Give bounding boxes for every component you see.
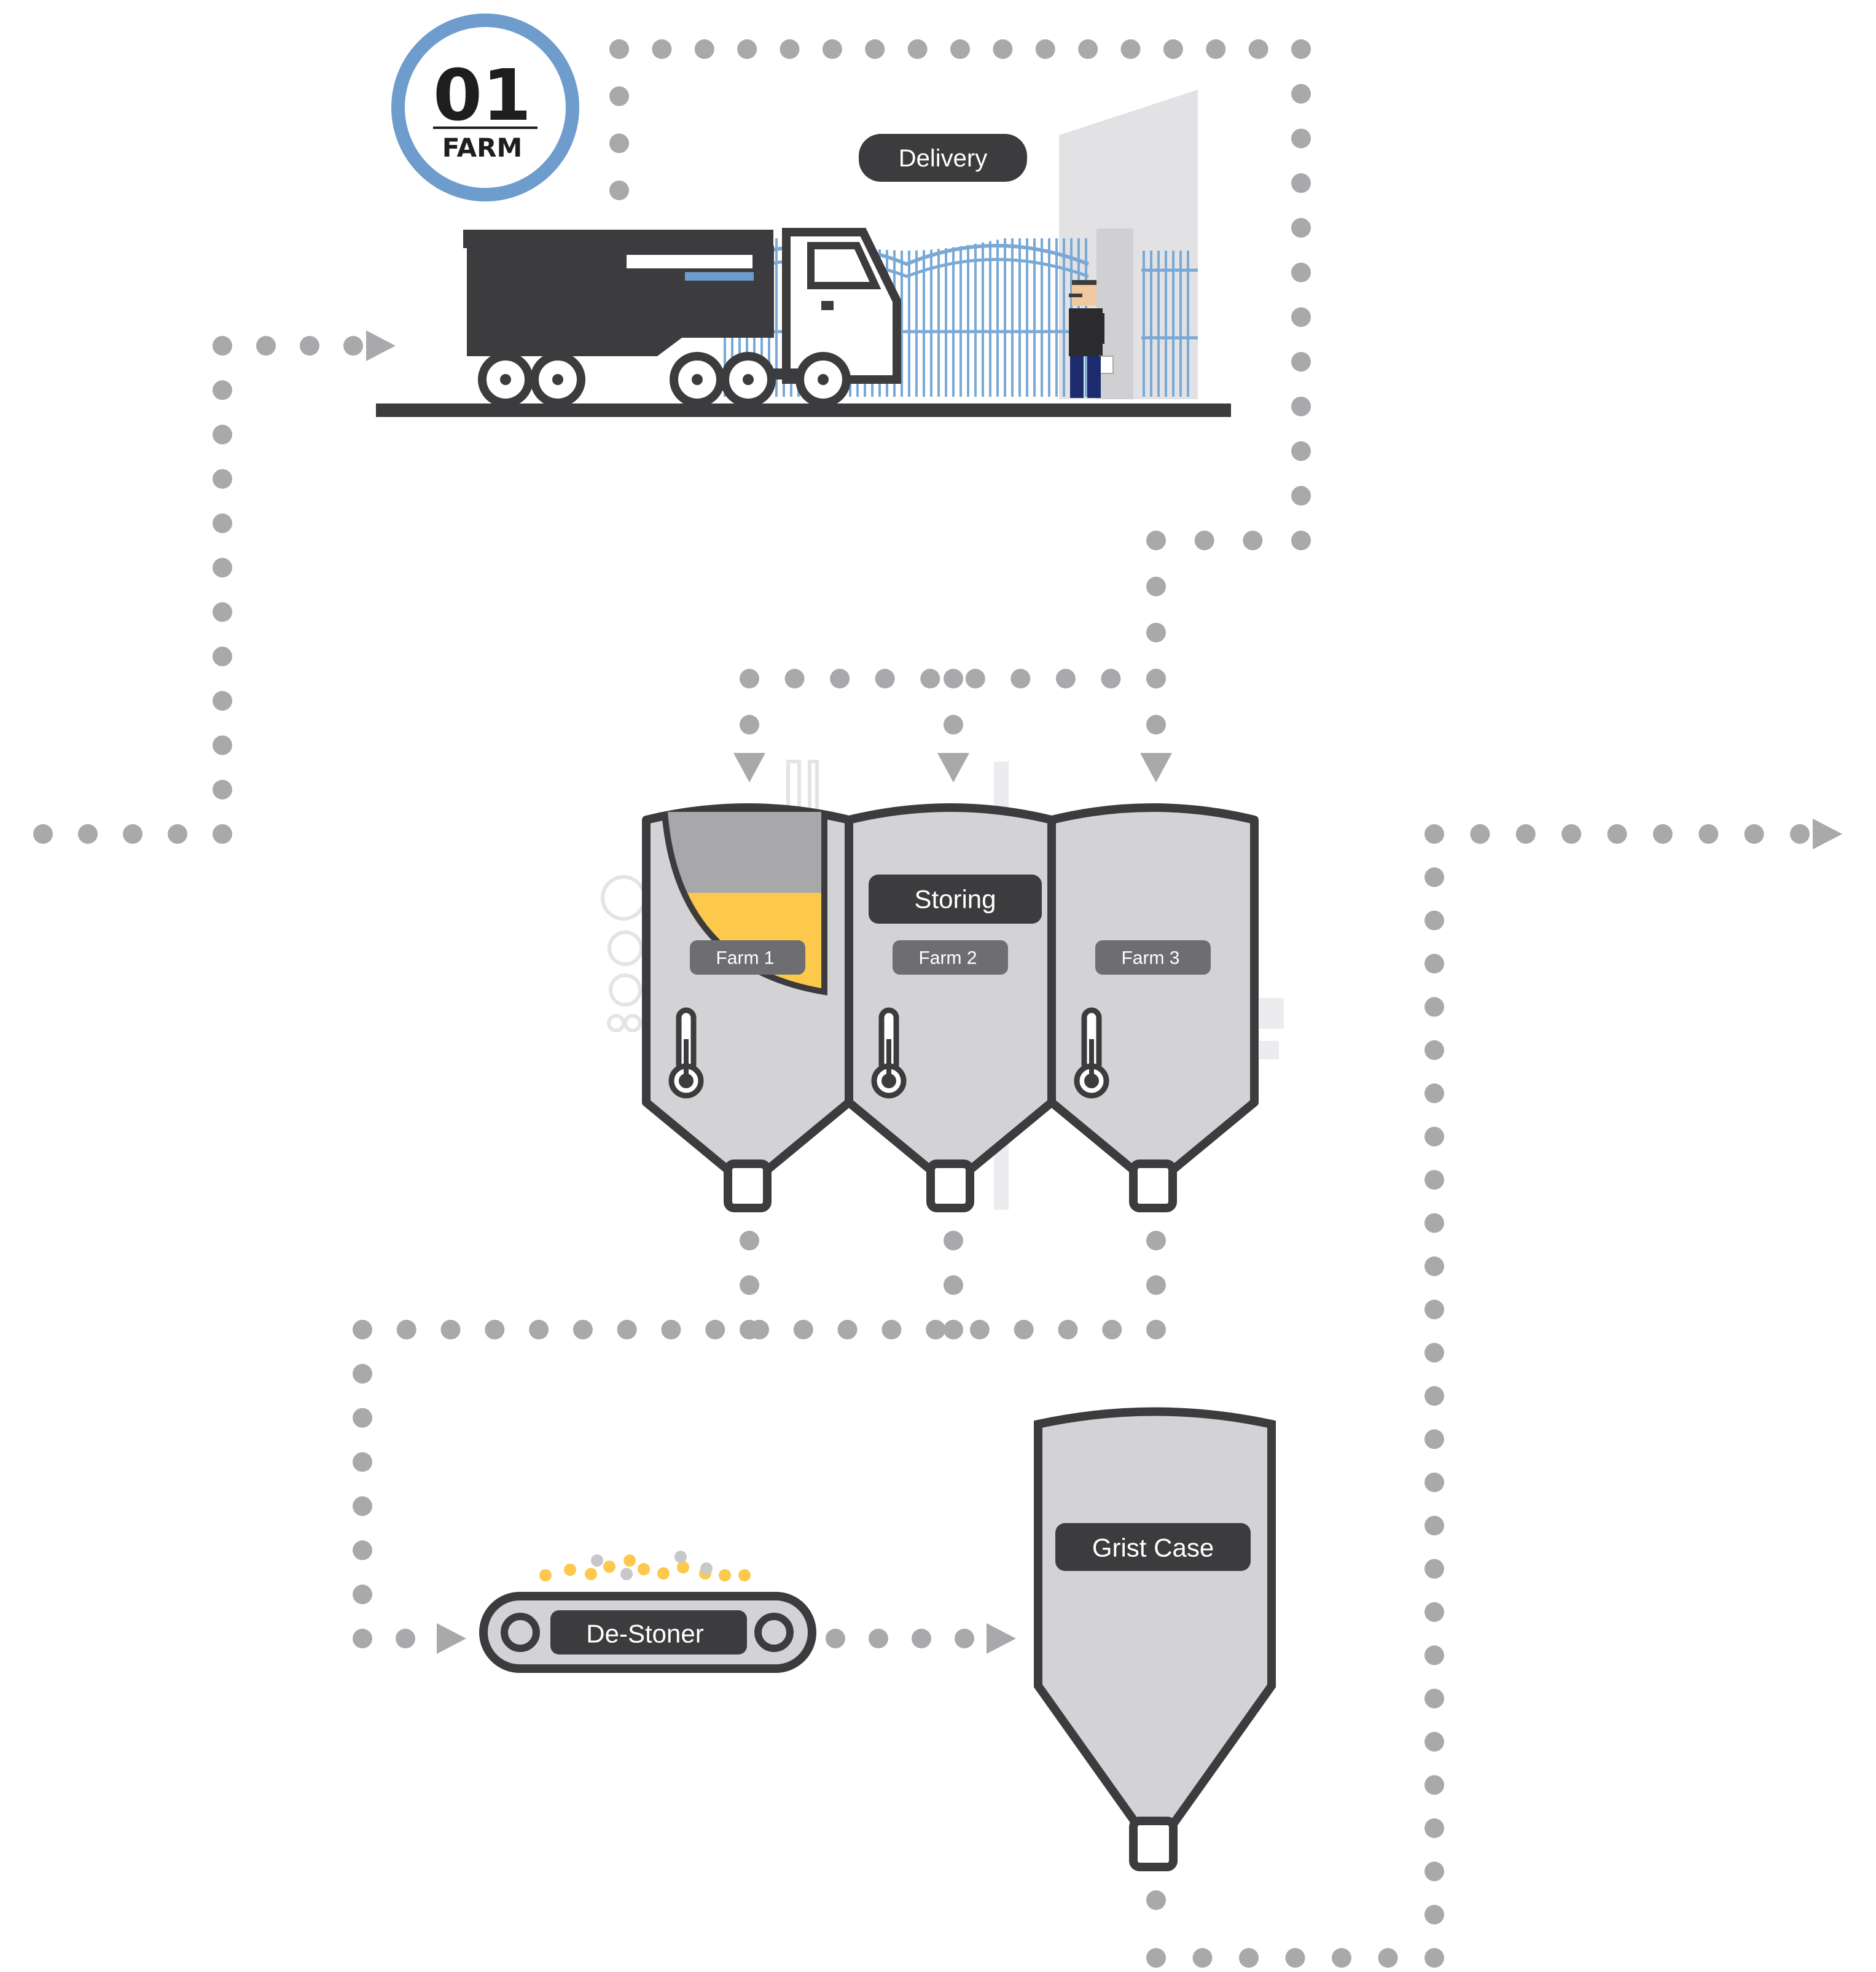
farm-label-2: Farm 2 [893, 940, 1008, 975]
ground-line [376, 403, 1231, 417]
svg-text:Storing: Storing [914, 885, 996, 914]
grist-case-silo: Grist Case [1034, 1407, 1276, 1871]
destoner-label: De-Stoner [586, 1619, 703, 1648]
silo-farm-1: Farm 1 [642, 803, 853, 1212]
arrow-down-icon [1140, 753, 1172, 782]
flow-path [33, 39, 1810, 1968]
conveyor-icon: De-Stoner [479, 1592, 816, 1673]
worker-icon [1069, 280, 1114, 398]
arrow-right-icon [1813, 819, 1842, 849]
thermometer-icon [871, 1007, 907, 1099]
storage-silos: Farm 1 Farm 2 Farm 3 Storing [642, 803, 1259, 1212]
storing-label: Storing [869, 875, 1042, 924]
farm-label-1: Farm 1 [690, 940, 805, 975]
arrow-right-icon [987, 1623, 1016, 1654]
grist-label: Grist Case [1092, 1534, 1214, 1562]
arrow-right-icon [366, 330, 396, 361]
thermometer-icon [668, 1007, 704, 1099]
thermometer-icon [1074, 1007, 1109, 1099]
arrow-down-icon [937, 753, 969, 782]
farm-label-3: Farm 3 [1095, 940, 1211, 975]
truck-icon [463, 228, 901, 407]
badge-number: 01 [433, 55, 531, 137]
svg-text:Farm 1: Farm 1 [716, 948, 774, 968]
svg-text:Delivery: Delivery [899, 145, 987, 172]
badge-label: FARM [442, 133, 523, 163]
arrow-down-icon [733, 753, 765, 782]
silo-farm-3: Farm 3 [1047, 803, 1259, 1212]
step-badge: 01 FARM [391, 14, 579, 201]
silo-farm-2: Farm 2 [845, 803, 1056, 1212]
flow-arrows [366, 330, 1842, 1654]
delivery-label: Delivery [859, 134, 1027, 182]
grain-particles [539, 1551, 751, 1581]
badge-ring [391, 14, 579, 201]
arrow-right-icon [437, 1623, 466, 1654]
svg-text:Farm 2: Farm 2 [918, 948, 977, 968]
svg-text:Farm 3: Farm 3 [1121, 948, 1179, 968]
